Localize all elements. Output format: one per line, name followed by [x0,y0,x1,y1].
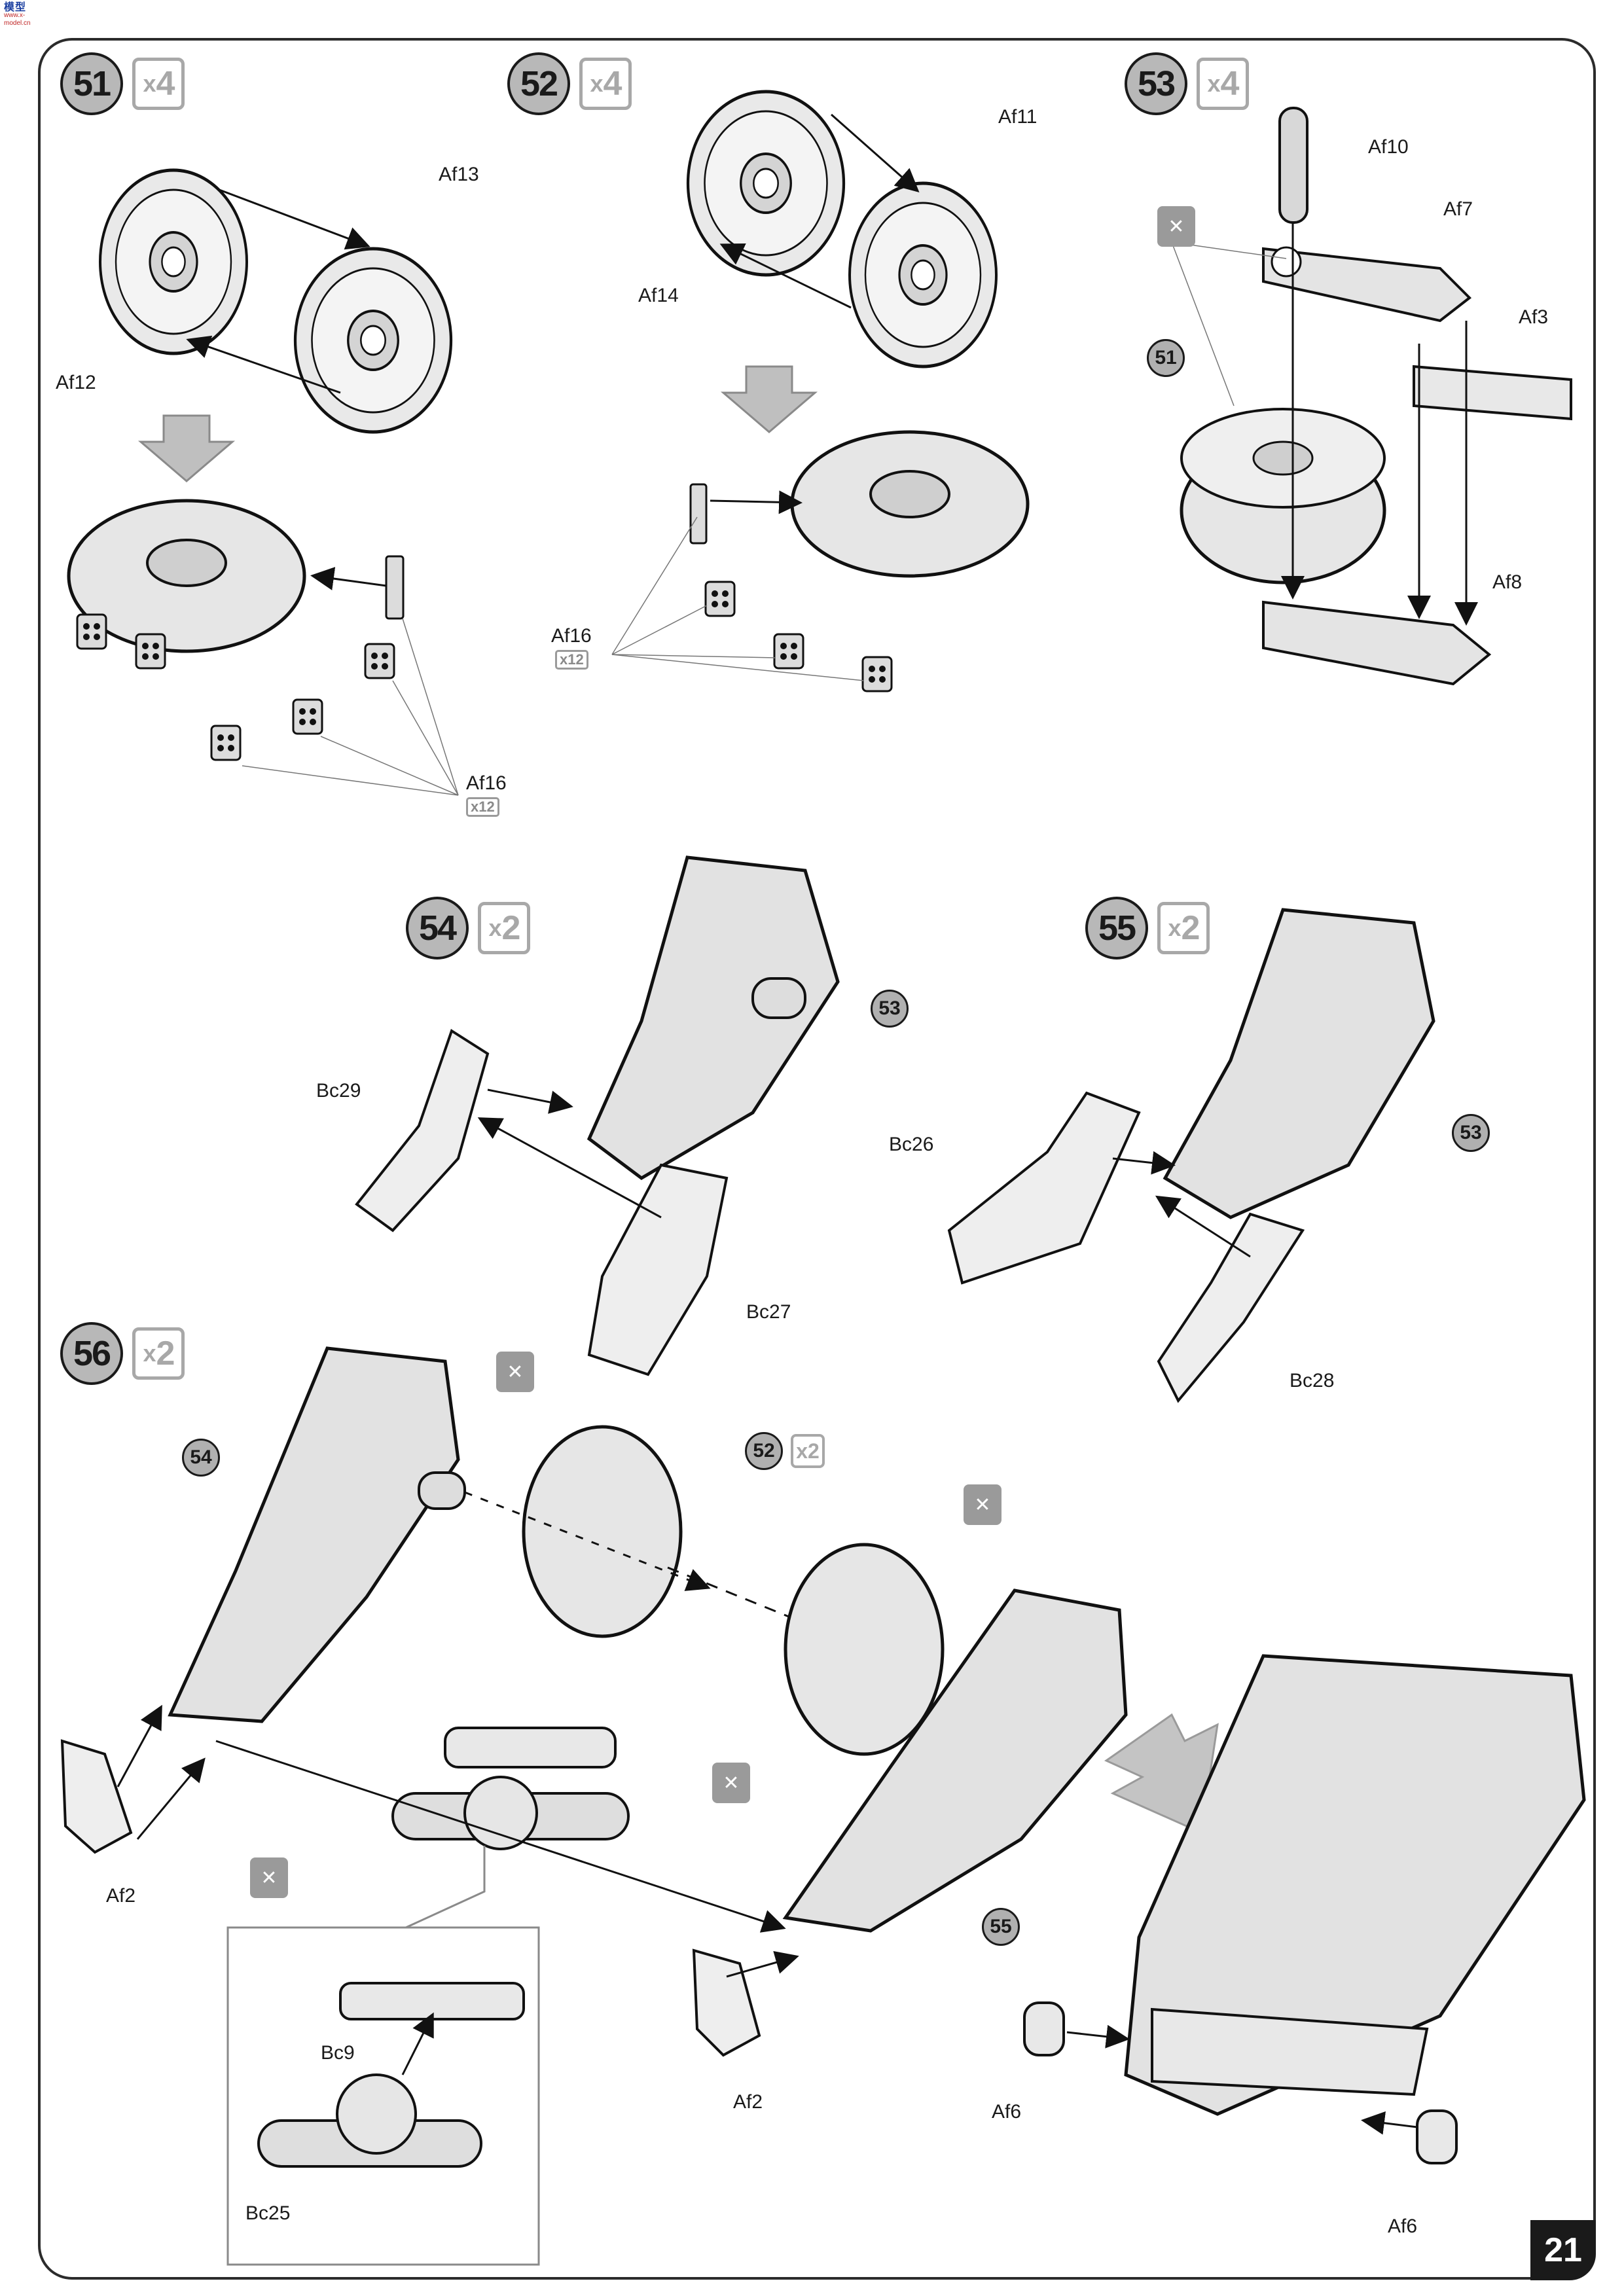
step-number: 54 [406,897,469,960]
step-number: 55 [1085,897,1148,960]
step51-illustration [67,170,459,796]
part-label-bc29: Bc29 [316,1080,361,1102]
part-label-af12: Af12 [56,372,96,393]
glue-bottle-icon: ✕ [1157,206,1195,247]
part-label-af3: Af3 [1519,306,1549,328]
glue-bottle-icon: ✕ [250,1857,288,1898]
part-label-bc26: Bc26 [889,1134,934,1155]
part-label-af8: Af8 [1492,571,1523,593]
glue-bottle-icon: ✕ [496,1352,534,1392]
part-label-af13: Af13 [439,164,479,185]
part-label-af7: Af7 [1443,198,1473,220]
page-number: 21 [1530,2220,1596,2280]
part-label-bc9: Bc9 [321,2042,355,2064]
subassembly-ref: 53 [1452,1114,1490,1152]
multiplier-value: 2 [1181,909,1200,947]
part-label-af6: Af6 [992,2101,1022,2123]
logo-url: www.x-model.cn [4,12,31,27]
step-number: 51 [60,52,123,115]
multiplier-value: 2 [156,1335,175,1372]
part-label-af14: Af14 [638,285,679,306]
step-number: 52 [507,52,570,115]
part-quantity: x12 [466,797,499,817]
publisher-logo: 模型 www.x-model.cn [4,2,47,27]
subassembly-ref: 51 [1147,339,1185,377]
glue-bottle-icon: ✕ [964,1484,1001,1525]
part-quantity: x12 [555,650,588,670]
subassembly-ref: 54 [182,1439,220,1477]
glue-bottle-icon: ✕ [712,1763,750,1803]
step-number: 56 [60,1322,123,1385]
multiplier-value: 4 [1220,65,1240,103]
step53-illustration [1171,107,1572,686]
step52-illustration [611,92,1030,692]
part-label-bc25: Bc25 [245,2202,291,2224]
multiplier-value: 4 [156,65,175,103]
subassembly-ref: 55 [982,1908,1020,1946]
step55-illustration [947,908,1435,1403]
part-label-af2: Af2 [106,1885,136,1907]
part-label-af11: Af11 [998,106,1038,128]
subassembly-ref: 52 [745,1432,783,1470]
page-frame [38,38,1596,2280]
step-number: 53 [1125,52,1187,115]
part-label-af10: Af10 [1368,136,1409,158]
part-label-af16: Af16 [466,772,507,794]
subassembly-multiplier: x2 [791,1434,825,1468]
part-label-af2: Af2 [733,2091,763,2113]
multiplier-value: 4 [603,65,623,103]
part-label-af16: Af16 [551,625,592,647]
part-label-bc27: Bc27 [746,1301,791,1323]
part-label-af6: Af6 [1388,2215,1418,2237]
multiplier-value: 2 [501,909,521,947]
step54-illustration [355,855,840,1376]
subassembly-ref: 53 [871,990,909,1028]
logo-title: 模型 [4,2,27,13]
step56-illustration [60,1346,1586,2266]
part-label-bc28: Bc28 [1290,1370,1335,1391]
